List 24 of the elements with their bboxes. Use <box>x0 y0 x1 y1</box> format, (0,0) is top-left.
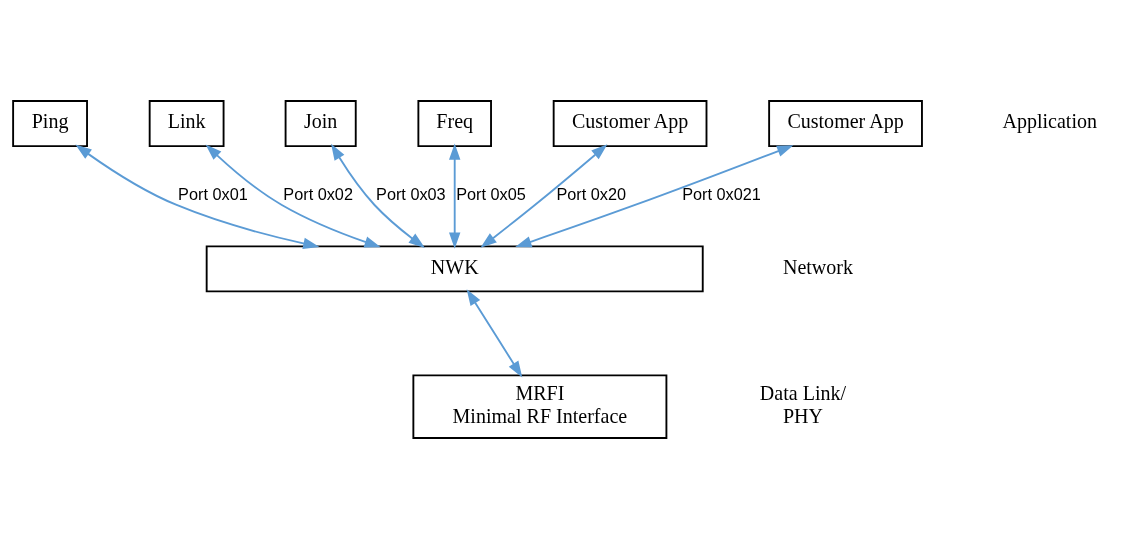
arrow <box>466 288 523 377</box>
node-box: Link <box>148 99 225 147</box>
edge-label: Port 0x20 <box>556 184 627 203</box>
edge-label: Port 0x02 <box>283 184 353 203</box>
node-box: Customer App <box>768 99 923 147</box>
arrow <box>75 144 320 249</box>
label: Data Link/ PHY <box>759 381 847 427</box>
arrow <box>515 144 794 247</box>
edge-label: Port 0x021 <box>682 184 761 203</box>
node-box: NWK <box>205 244 704 292</box>
label: Application <box>1002 109 1098 132</box>
node-box: Customer App <box>552 99 708 147</box>
label: Network <box>782 255 854 278</box>
edge-label: Port 0x03 <box>376 184 446 203</box>
arrow <box>449 142 461 249</box>
edge-label: Port 0x05 <box>456 184 526 203</box>
arrow <box>205 143 381 247</box>
arrow <box>480 143 608 248</box>
arrow <box>331 143 425 248</box>
node-box: Freq <box>417 99 492 147</box>
edge-label: Port 0x01 <box>178 184 248 203</box>
node-box: Ping <box>12 99 88 147</box>
node-box: Join <box>284 99 357 147</box>
node-box: MRFI Minimal RF Interface <box>412 373 668 439</box>
